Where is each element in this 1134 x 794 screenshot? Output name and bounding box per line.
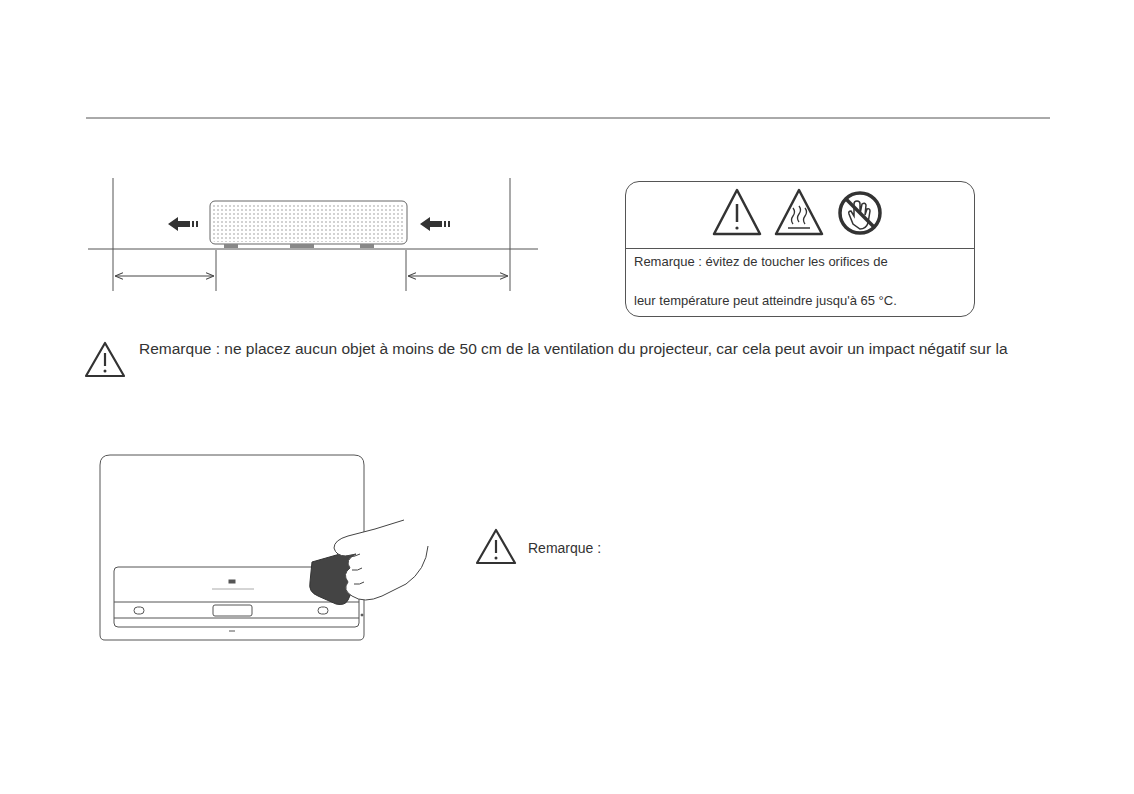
projector-front-cleaning <box>100 455 428 640</box>
note-text: Remarque : évitez de toucher les orifice… <box>634 254 888 270</box>
remark-text: Remarque : <box>528 540 601 557</box>
hazard-icons <box>714 190 880 234</box>
divider-line <box>626 248 974 249</box>
warning-icon <box>86 343 515 563</box>
remark-text: Remarque : ne placez aucun objet à moins… <box>139 340 1008 359</box>
rule <box>86 118 1050 119</box>
note-text: leur température peut atteindre jusqu'à … <box>634 293 897 309</box>
projector-side-view <box>88 178 538 291</box>
note-box: Remarque : évitez de toucher les orifice… <box>625 181 975 317</box>
